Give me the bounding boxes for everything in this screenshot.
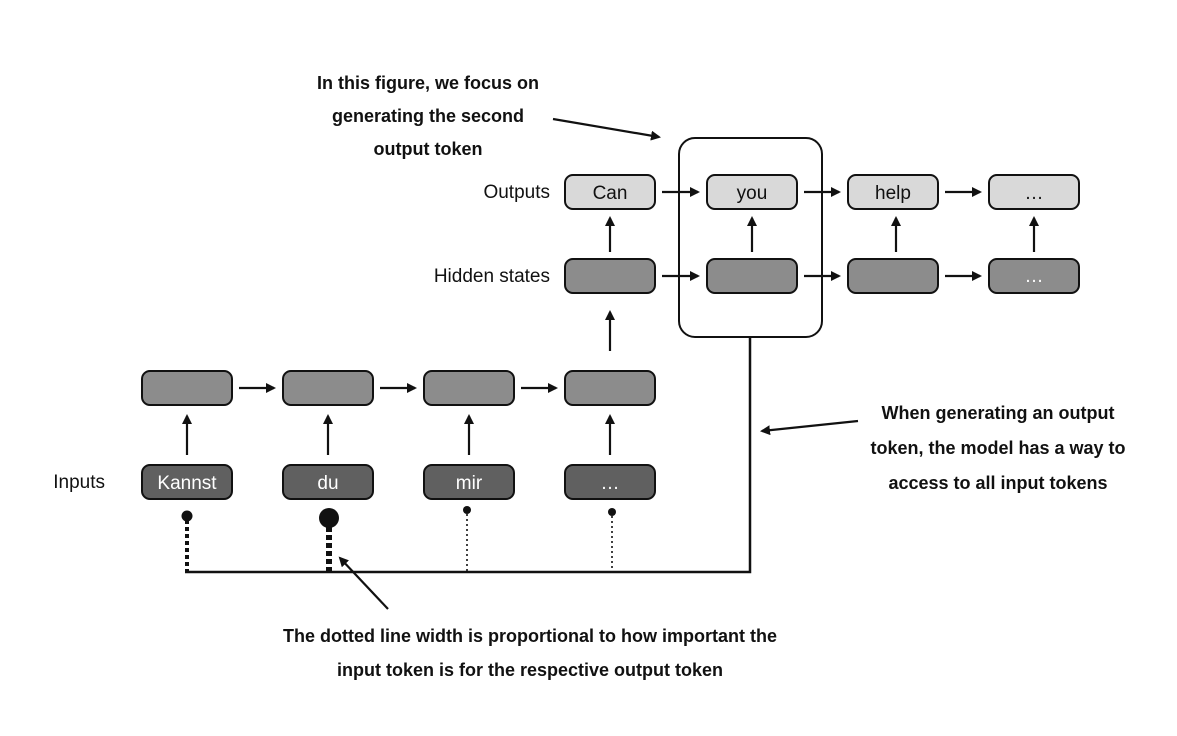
attention-dot: [463, 506, 471, 514]
output-token-box: [847, 174, 939, 210]
decoder-hidden-state: [564, 258, 656, 294]
inputs-label: Inputs: [53, 472, 105, 493]
encoder-hidden-state: [141, 370, 233, 406]
annotation-pointers: [338, 117, 859, 610]
access-annotation-line: access to all input tokens: [888, 473, 1107, 493]
output-token-box: [564, 174, 656, 210]
focus-annotation: In this figure, we focus on generating t…: [317, 73, 539, 159]
input-token-label: du: [317, 473, 338, 494]
attention-return-path: [185, 337, 752, 574]
decoder-hidden-state: [988, 258, 1080, 294]
dotted-annotation-line: The dotted line width is proportional to…: [283, 626, 777, 646]
attention-dot: [319, 508, 339, 528]
dotted-pointer-arrow: [338, 556, 389, 610]
attention-connections: [181, 337, 752, 574]
decoder-hidden-label: …: [1025, 266, 1044, 287]
dotted-annotation-line: input token is for the respective output…: [337, 660, 723, 680]
access-pointer-arrow: [760, 419, 859, 436]
output-token-label: …: [1025, 183, 1044, 204]
access-annotation: When generating an output token, the mod…: [870, 403, 1125, 493]
input-token-box: [423, 464, 515, 500]
focus-pointer-arrow: [552, 117, 661, 141]
output-token-label: help: [875, 183, 911, 204]
access-annotation-line: When generating an output: [882, 403, 1115, 423]
access-annotation-line: token, the model has a way to: [870, 438, 1125, 458]
focus-annotation-line: In this figure, we focus on: [317, 73, 539, 93]
outputs-label: Outputs: [483, 182, 550, 203]
output-token-label: Can: [593, 183, 628, 204]
input-token-row: Kannst du mir …: [141, 464, 656, 500]
output-token-label: you: [737, 183, 768, 204]
output-token-row: Can you help …: [564, 174, 1080, 210]
input-token-box: [564, 464, 656, 500]
input-token-label: mir: [456, 473, 483, 494]
output-token-box: [706, 174, 798, 210]
focus-frame: [678, 137, 823, 338]
input-token-label: …: [601, 473, 620, 494]
encoder-hidden-state: [564, 370, 656, 406]
input-token-label: Kannst: [157, 473, 217, 494]
decoder-hidden-state: [847, 258, 939, 294]
encoder-hidden-row: [141, 370, 656, 406]
output-token-box: [988, 174, 1080, 210]
input-token-box: [141, 464, 233, 500]
hidden-states-label: Hidden states: [434, 266, 550, 287]
input-token-box: [282, 464, 374, 500]
attention-dot: [181, 510, 193, 522]
decoder-hidden-row: …: [564, 258, 1080, 294]
arrows: [182, 187, 1039, 455]
focus-annotation-line: output token: [374, 139, 483, 159]
decoder-hidden-state: [706, 258, 798, 294]
encoder-hidden-state: [282, 370, 374, 406]
focus-annotation-line: generating the second: [332, 106, 524, 126]
encoder-hidden-state: [423, 370, 515, 406]
dotted-annotation: The dotted line width is proportional to…: [283, 626, 777, 680]
attention-dot: [608, 508, 616, 516]
